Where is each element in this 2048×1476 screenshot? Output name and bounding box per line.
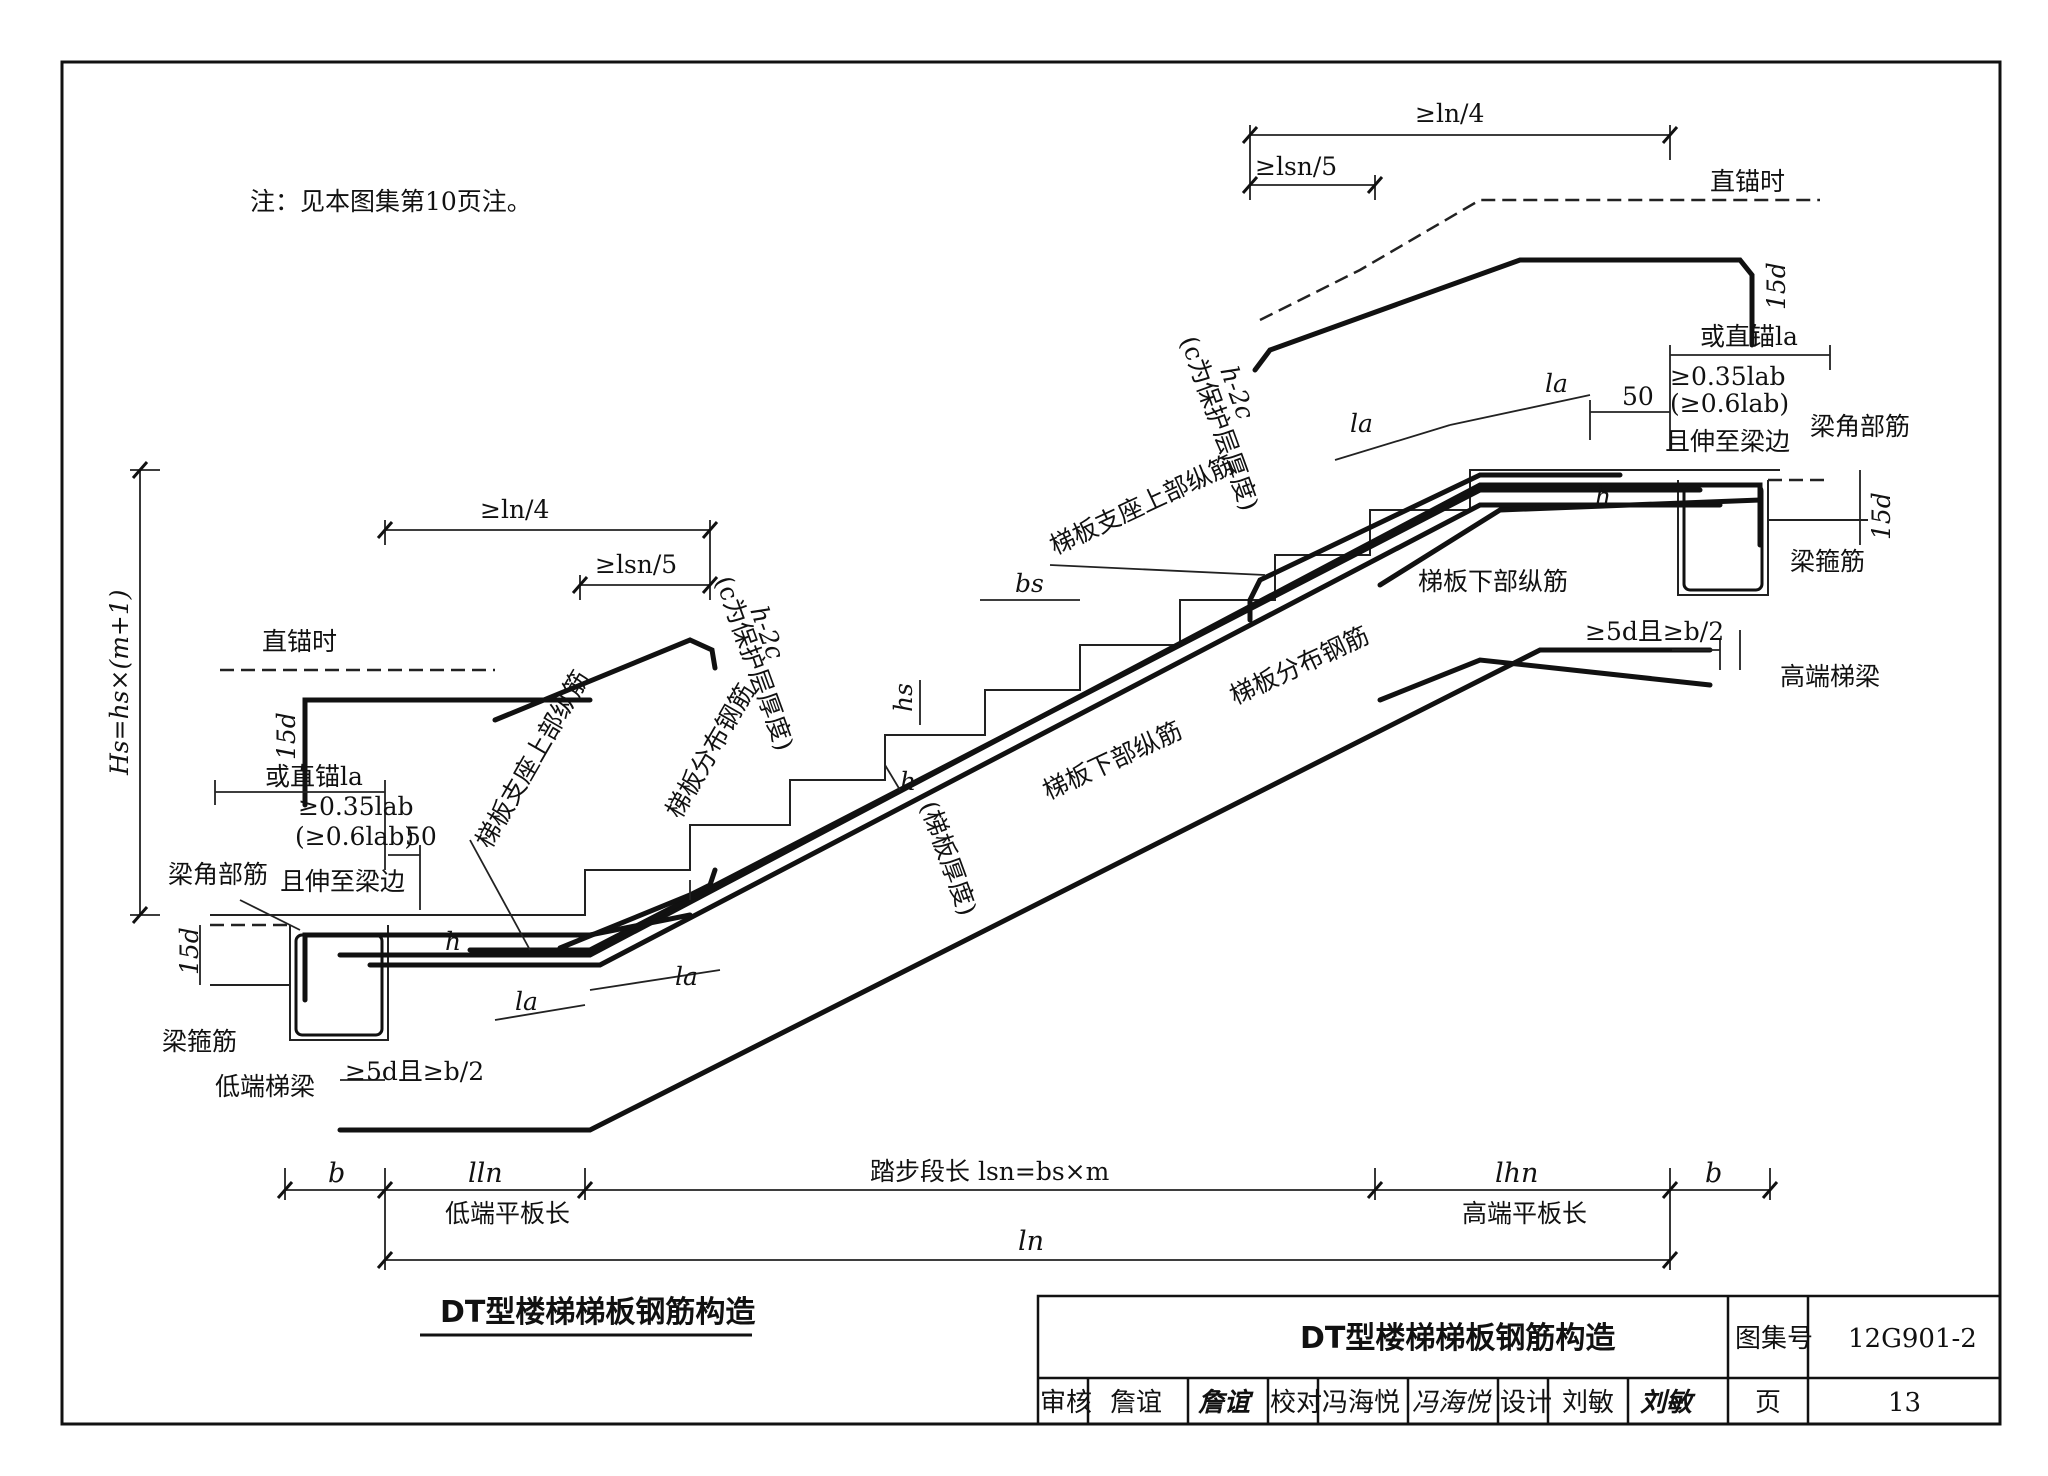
tb-designer: 刘敏 bbox=[1562, 1388, 1614, 1418]
slab-bottom-bar-right bbox=[1377, 657, 1713, 703]
right-support-top-bar bbox=[1247, 472, 1623, 623]
label-left-upper-bar: 梯板支座上部纵筋 bbox=[470, 665, 595, 853]
dimension-labels: b lln 低端平板长 踏步段长 lsn=bs×m lhn 高端平板长 b ln bbox=[328, 1157, 1722, 1257]
dim-lhn-text: 高端平板长 bbox=[1462, 1199, 1587, 1228]
tb-check-label: 校对 bbox=[1270, 1388, 1322, 1418]
title-block bbox=[1036, 1294, 2002, 1426]
label-left-035: ≥0.35lab bbox=[298, 792, 414, 821]
general-note: 注：见本图集第10页注。 bbox=[250, 187, 532, 216]
label-lower-bar-r: 梯板下部纵筋 bbox=[1418, 567, 1568, 596]
label-left-15d-b: 15d bbox=[175, 927, 204, 975]
label-left-h: h bbox=[445, 927, 461, 956]
label-top-035: ≥0.35lab bbox=[1670, 362, 1786, 391]
dim-ln: ln bbox=[1018, 1226, 1044, 1257]
label-left-la-2: la bbox=[675, 962, 698, 991]
label-top-ln4: ≥ln/4 bbox=[1415, 99, 1484, 128]
tb-design-label: 设计 bbox=[1500, 1388, 1552, 1418]
dim-lln-text: 低端平板长 bbox=[445, 1199, 570, 1228]
slab-bottom-bar-main bbox=[337, 647, 1713, 1133]
label-left-06: (≥0.6lab) bbox=[295, 822, 414, 851]
title-block-text: DT型楼梯梯板钢筋构造 图集号 12G901-2 审核 詹谊 詹谊 校对 冯海悦… bbox=[1040, 1321, 1977, 1418]
label-top-beam: 高端梯梁 bbox=[1780, 662, 1880, 691]
tb-designer-sig: 刘敏 bbox=[1640, 1388, 1696, 1418]
label-hs: hs bbox=[889, 683, 918, 712]
label-left-straight: 直锚时 bbox=[262, 627, 337, 656]
dim-lhn: lhn bbox=[1495, 1158, 1538, 1189]
label-left-extend: 且伸至梁边 bbox=[280, 867, 405, 896]
tb-checker: 冯海悦 bbox=[1322, 1388, 1400, 1418]
right-dashed-straight bbox=[1259, 198, 1820, 322]
label-top-15d-b: 15d bbox=[1867, 492, 1896, 540]
label-left-la-1: la bbox=[515, 987, 538, 1016]
tb-review-label: 审核 bbox=[1040, 1388, 1092, 1418]
label-left-50: 50 bbox=[405, 822, 437, 851]
label-left-lsn5: ≥lsn/5 bbox=[595, 550, 677, 579]
low-beam-outline bbox=[289, 925, 389, 1041]
label-upper-bar-r: 梯板支座上部纵筋 bbox=[1045, 450, 1239, 561]
label-top-extend: 且伸至梁边 bbox=[1665, 427, 1790, 456]
label-left-5d: ≥5d且≥b/2 bbox=[345, 1057, 484, 1086]
label-top-5d: ≥5d且≥b/2 bbox=[1585, 617, 1724, 646]
label-left-stirrup: 梁箍筋 bbox=[162, 1027, 237, 1056]
dim-b-left: b bbox=[328, 1158, 345, 1189]
dim-b-right: b bbox=[1705, 1158, 1722, 1189]
label-top-15d: 15d bbox=[1762, 262, 1791, 310]
label-h-note: (梯板厚度) bbox=[914, 797, 982, 919]
label-bs: bs bbox=[1015, 569, 1044, 598]
left-hook-2 bbox=[492, 637, 718, 723]
label-top-lsn5: ≥lsn/5 bbox=[1255, 152, 1337, 181]
label-la-2: la bbox=[1545, 369, 1568, 398]
right-top-hook bbox=[1252, 257, 1755, 373]
dim-lsn: 踏步段长 lsn=bs×m bbox=[870, 1157, 1110, 1186]
label-dist-r: 梯板分布钢筋 bbox=[1225, 621, 1373, 711]
dashed-alternatives bbox=[210, 198, 1830, 927]
concrete-outline bbox=[210, 469, 1868, 1041]
label-top-06: (≥0.6lab) bbox=[1670, 389, 1789, 418]
tb-atlas-label: 图集号 bbox=[1735, 1324, 1813, 1354]
tb-atlas-no: 12G901-2 bbox=[1848, 1324, 1977, 1354]
leader-corner bbox=[239, 899, 301, 931]
label-top-or-la: 或直锚la bbox=[1700, 322, 1798, 351]
high-beam-stirrup bbox=[1682, 483, 1764, 592]
rebars bbox=[294, 257, 1764, 1133]
label-top-corner: 梁角部筋 bbox=[1810, 412, 1910, 441]
label-left-beam: 低端梯梁 bbox=[215, 1072, 315, 1101]
label-Hs: Hs=hs×(m+1) bbox=[105, 589, 134, 776]
high-beam-outline bbox=[1677, 480, 1769, 596]
left-top-hook bbox=[302, 697, 593, 808]
sheet-border bbox=[60, 60, 2002, 1426]
label-left-or-la: 或直锚la bbox=[265, 762, 363, 791]
label-left-15d: 15d bbox=[272, 712, 301, 760]
tb-reviewer: 詹谊 bbox=[1110, 1388, 1162, 1418]
dimension-lines bbox=[130, 125, 1861, 1270]
tb-reviewer-sig: 詹谊 bbox=[1198, 1388, 1254, 1418]
label-left-ln4: ≥ln/4 bbox=[480, 495, 549, 524]
leader-upper-bar-r bbox=[1049, 564, 1266, 576]
drawing-title: DT型楼梯梯板钢筋构造 bbox=[440, 1295, 755, 1330]
left-upper-anchor bbox=[557, 867, 718, 951]
label-lower-bar-mid: 梯板下部纵筋 bbox=[1038, 716, 1186, 806]
leader-left-upper bbox=[469, 839, 531, 951]
low-beam-stirrup bbox=[294, 933, 384, 1037]
dimension-ticks bbox=[131, 126, 1779, 1269]
label-top-straight: 直锚时 bbox=[1710, 167, 1785, 196]
step-profile bbox=[210, 469, 1780, 916]
label-top-50: 50 bbox=[1622, 382, 1654, 411]
tb-title: DT型楼梯梯板钢筋构造 bbox=[1300, 1321, 1615, 1356]
tb-checker-sig: 冯海悦 bbox=[1412, 1388, 1492, 1418]
label-left-dist: 梯板分布钢筋 bbox=[660, 679, 760, 823]
label-h-mid: h bbox=[900, 767, 916, 796]
tb-page-label: 页 bbox=[1755, 1388, 1781, 1418]
label-left-corner: 梁角部筋 bbox=[168, 860, 268, 889]
right-upper-anchor bbox=[1377, 497, 1763, 588]
slab-upper-bar bbox=[337, 482, 1763, 958]
label-la-1: la bbox=[1350, 409, 1373, 438]
tb-page-no: 13 bbox=[1888, 1388, 1921, 1418]
dim-lln: lln bbox=[468, 1158, 503, 1189]
left-support-top-bar bbox=[302, 912, 693, 1003]
label-h-r: h bbox=[1595, 482, 1611, 511]
label-top-stirrup: 梁箍筋 bbox=[1790, 547, 1865, 576]
